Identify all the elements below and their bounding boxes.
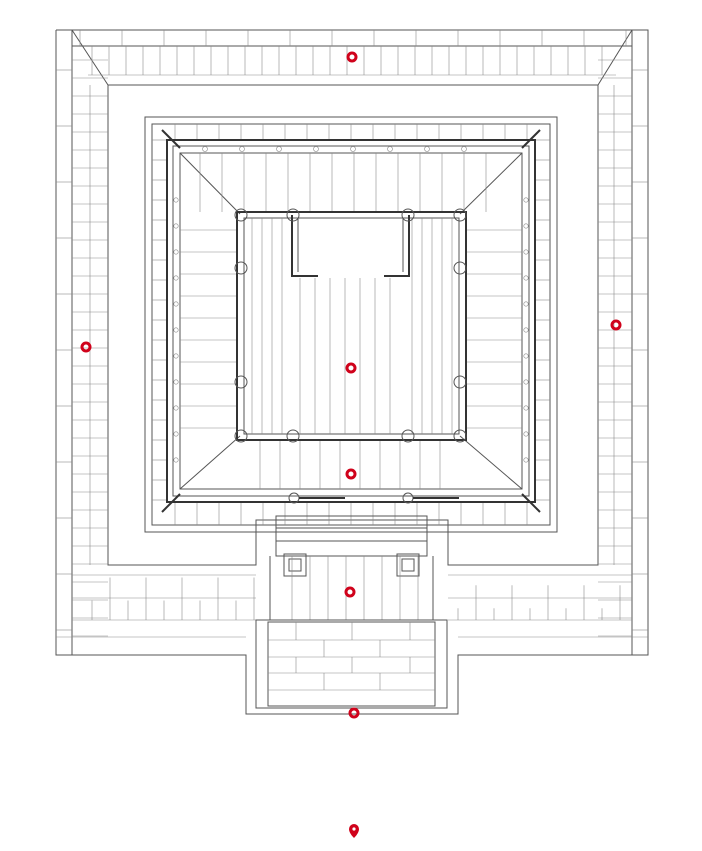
- hotspot-ring-marker-icon[interactable]: [80, 341, 92, 353]
- hotspot-ring-marker-icon[interactable]: [345, 468, 357, 480]
- inner-sanctum: [234, 208, 467, 443]
- hotspot-ring-marker-icon[interactable]: [345, 362, 357, 374]
- hotspot-ring-marker-icon[interactable]: [348, 707, 360, 719]
- hotspot-ring-marker-icon[interactable]: [344, 586, 356, 598]
- outer-platform: [55, 29, 649, 715]
- map-pin-icon[interactable]: [349, 824, 359, 838]
- hotspot-ring-marker-icon[interactable]: [610, 319, 622, 331]
- hall-structure: [161, 129, 541, 513]
- front-stairs: [255, 515, 448, 709]
- hotspot-markers: [80, 51, 622, 838]
- hotspot-ring-marker-icon[interactable]: [346, 51, 358, 63]
- inner-terrace: [144, 116, 558, 533]
- corner-brackets: [161, 129, 541, 513]
